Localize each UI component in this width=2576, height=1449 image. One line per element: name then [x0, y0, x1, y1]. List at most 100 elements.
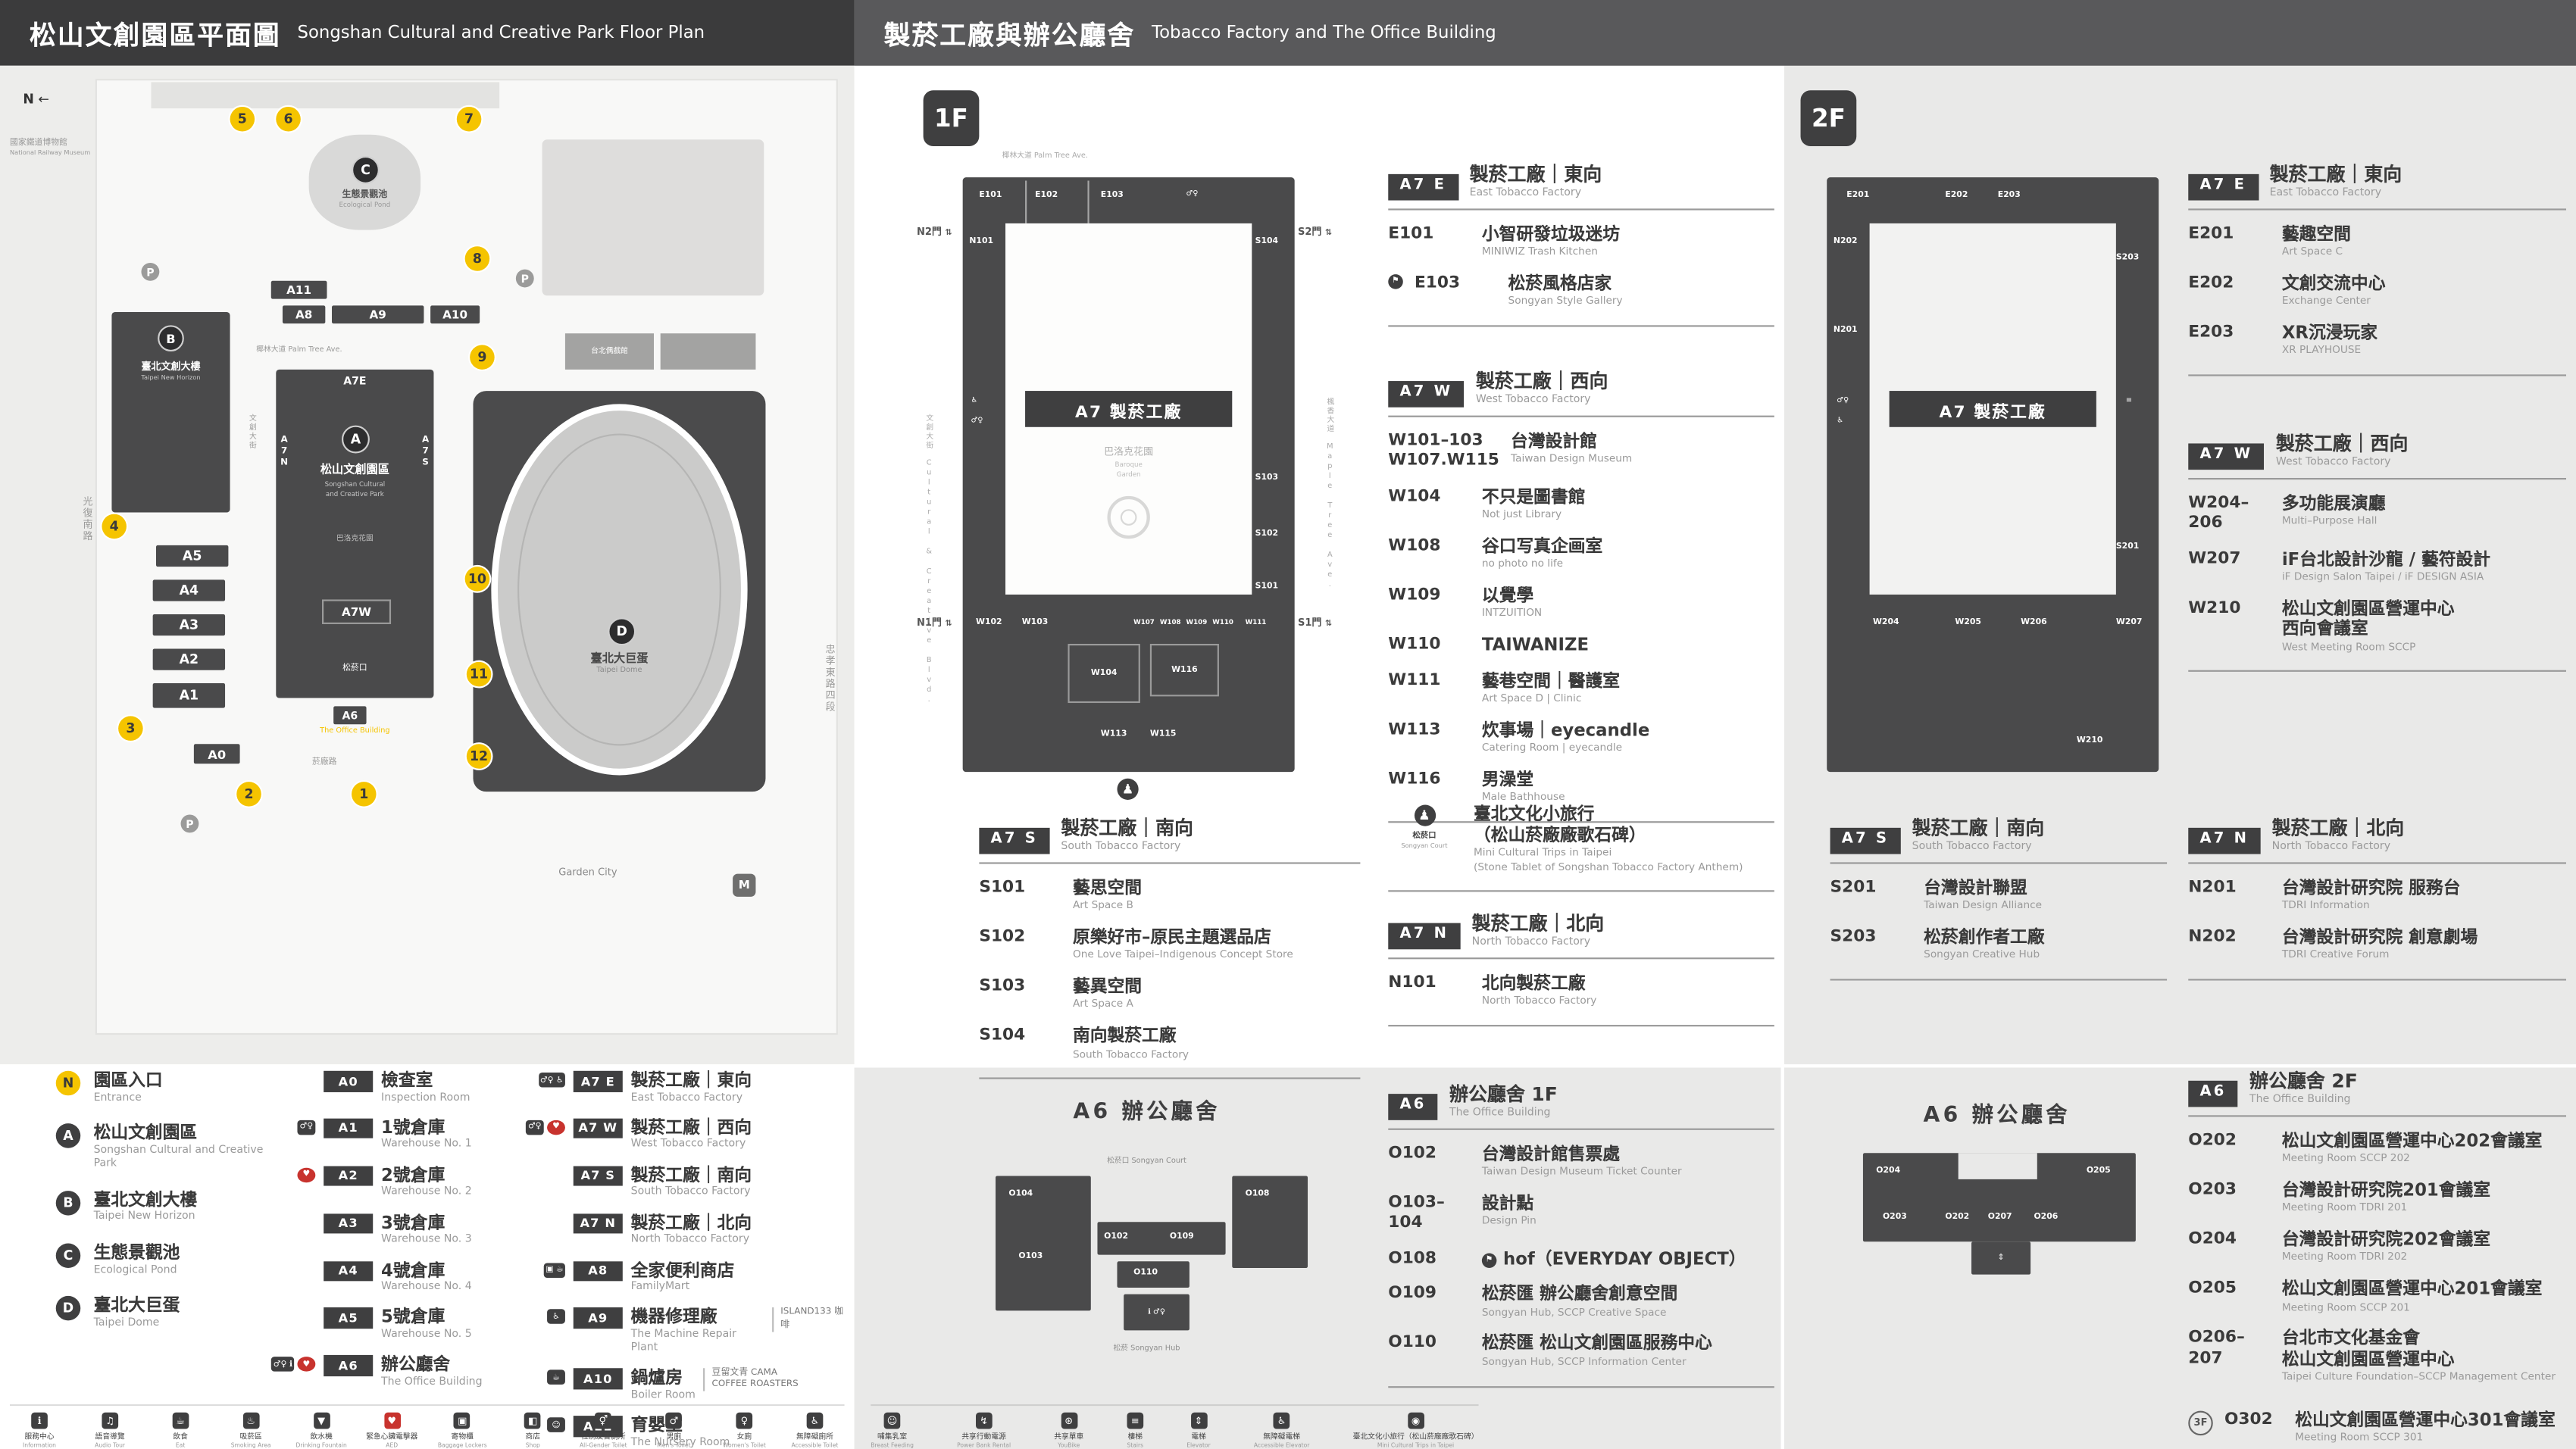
- facility-icon: ☕: [172, 1412, 189, 1429]
- garden-city-label: Garden City: [558, 867, 617, 879]
- section-title-en: South Tobacco Factory: [1061, 838, 1181, 852]
- facility-label-zh: 吸菸區: [239, 1432, 262, 1441]
- facility-icon: ⇕: [1190, 1412, 1207, 1429]
- room-code: E203: [2188, 323, 2234, 342]
- legend-area-row: C 生態景觀池 Ecological Pond: [55, 1243, 319, 1276]
- room-code: W113: [1388, 720, 1441, 739]
- section-title-en: North Tobacco Factory: [2271, 838, 2391, 852]
- plan-room-w113: W113: [1100, 729, 1127, 739]
- divider: [1830, 979, 2168, 981]
- park-map: 台北偶戲館 N ← 國家鐵道博物館 National Railway Museu…: [0, 65, 855, 1065]
- north-blocks: [542, 139, 764, 296]
- room-name-en: no photo no life: [1481, 558, 1564, 571]
- room-code: W104: [1388, 487, 1441, 505]
- plan-room-o110: O110: [1133, 1267, 1158, 1278]
- room-name-zh: hof（EVERYDAY OBJECT）: [1503, 1249, 1746, 1269]
- legend-building-zh: 製菸工廠｜南向: [630, 1166, 752, 1186]
- plan-room-o202: O202: [1945, 1212, 1970, 1223]
- entrance-7: 7: [456, 106, 482, 132]
- legend-building-zh: 2號倉庫: [381, 1166, 445, 1186]
- facility-icon: ♂: [665, 1412, 683, 1429]
- room-name-zh: 台灣設計研究院201會議室: [2281, 1180, 2491, 1201]
- facility-bar-right: ☺ 哺集乳室 Breast Feeding ↯ 共享行動電源 Power Ban…: [871, 1404, 1479, 1448]
- a6-block-mid2: [1117, 1261, 1190, 1288]
- legend-building-zh: 4號倉庫: [381, 1260, 445, 1281]
- legend-buildings-col2: ♂♀ ♿ A7 E 製菸工廠｜東向 East Tobacco Factory ♂…: [509, 1070, 851, 1449]
- room-name-zh: 藝思空間: [1072, 878, 1143, 898]
- plan-room-o102: O102: [1104, 1232, 1128, 1242]
- neighbor-block: [660, 333, 756, 370]
- legend-building-badge: A2: [324, 1166, 374, 1187]
- plan-room-s203: S203: [2115, 252, 2140, 263]
- facility-label-zh: 無障礙電梯: [1263, 1432, 1301, 1441]
- entrance-2: 2: [236, 782, 261, 807]
- facility-icon: ♫: [102, 1412, 118, 1429]
- marker-d: D: [608, 617, 636, 646]
- plan-room-w210: W210: [2076, 735, 2103, 746]
- compass: N ←: [23, 92, 49, 107]
- legend-building-en: Warehouse No. 3: [381, 1232, 472, 1246]
- facility-icon: ◉: [1407, 1412, 1424, 1429]
- room-name-zh: 谷口写真企画室: [1481, 536, 1603, 557]
- compass-arrow-icon: ←: [38, 92, 49, 107]
- divider: [1388, 1024, 1774, 1026]
- legend-building-row: A5 5號倉庫 Warehouse No. 5: [260, 1308, 572, 1341]
- facility-item: ♿ 無障礙廁所 Accessible Toilet: [785, 1412, 844, 1447]
- new-horizon-en: Taipei New Horizon: [141, 373, 201, 382]
- plan-room-s104: S104: [1255, 236, 1279, 247]
- facility-chip-icon: ♿: [547, 1310, 565, 1325]
- facility-icon: ≡: [1127, 1412, 1144, 1429]
- parking-icon: P: [180, 814, 199, 833]
- left-title-en: Songshan Cultural and Creative Park Floo…: [297, 23, 705, 43]
- section-badge: A7 E: [2188, 173, 2259, 200]
- room-name-zh: 藝趣空間: [2281, 224, 2351, 245]
- facility-chip-icon: ♂♀: [297, 1120, 316, 1135]
- entrance-8: 8: [464, 246, 490, 271]
- songyan-court-icon: ♟: [1413, 804, 1436, 826]
- facility-label-en: Eat: [175, 1441, 186, 1448]
- legend-area-row: N 園區入口 Entrance: [55, 1070, 319, 1104]
- plan-room-o203: O203: [1882, 1212, 1907, 1223]
- legend-building-row: A7 N 製菸工廠｜北向 North Tobacco Factory: [509, 1213, 851, 1247]
- legend-building-en: The Office Building: [381, 1374, 483, 1388]
- legend-building-en: Warehouse No. 2: [381, 1185, 472, 1198]
- facility-label-zh: 服務中心: [24, 1432, 55, 1441]
- facility-item: ⊛ 共享單車 YouBike: [1054, 1412, 1083, 1447]
- legend-building-badge: A7 E: [573, 1070, 623, 1091]
- legend-building-row: A7 S 製菸工廠｜南向 South Tobacco Factory: [509, 1166, 851, 1199]
- gate-n1: N1門 ⇅: [916, 617, 952, 629]
- section-title-en: West Tobacco Factory: [1475, 392, 1591, 406]
- ring-a7n-label: A7N: [279, 435, 289, 470]
- compass-n: N: [23, 92, 34, 107]
- legend-building-zh: 製菸工廠｜北向: [630, 1213, 752, 1233]
- legend-building-badge: A1: [324, 1118, 374, 1139]
- songyan-hub-label: 松菸 Songyan Hub: [1113, 1344, 1180, 1354]
- room-name-en: Multi–Purpose Hall: [2281, 516, 2377, 528]
- a6-block-mid: [1097, 1222, 1226, 1255]
- room-name-zh: 台灣設計聯盟: [1924, 878, 2027, 898]
- legend-building-en: West Tobacco Factory: [630, 1137, 746, 1151]
- room-icon-inline: ⚑: [1481, 1252, 1497, 1267]
- facility-icon: ♥: [383, 1412, 401, 1429]
- section-title-zh: 製菸工廠｜南向: [1912, 816, 2045, 840]
- room-name-zh: 台灣設計研究院 創意劇場: [2281, 927, 2478, 948]
- facility-chip-icon: ♂♀ ℹ: [271, 1357, 295, 1372]
- ring-a7s-label: A7S: [420, 435, 431, 470]
- facility-item: ≡ 樓梯 Stairs: [1127, 1412, 1144, 1447]
- room-code: O102: [1388, 1144, 1436, 1163]
- facility-icon: ♿: [1273, 1412, 1290, 1429]
- room-code: O204: [2188, 1229, 2237, 1248]
- room-name-zh: 松山文創園區營運中心301會議室: [2295, 1410, 2556, 1431]
- toilet-icon: ♂♀: [971, 417, 983, 426]
- legend-area-en: Songshan Cultural and Creative Park: [93, 1143, 264, 1170]
- facility-label-en: Accessible Elevator: [1253, 1441, 1310, 1448]
- floor-1f-badge: 1F: [923, 90, 980, 146]
- building-a1: A1: [152, 683, 226, 708]
